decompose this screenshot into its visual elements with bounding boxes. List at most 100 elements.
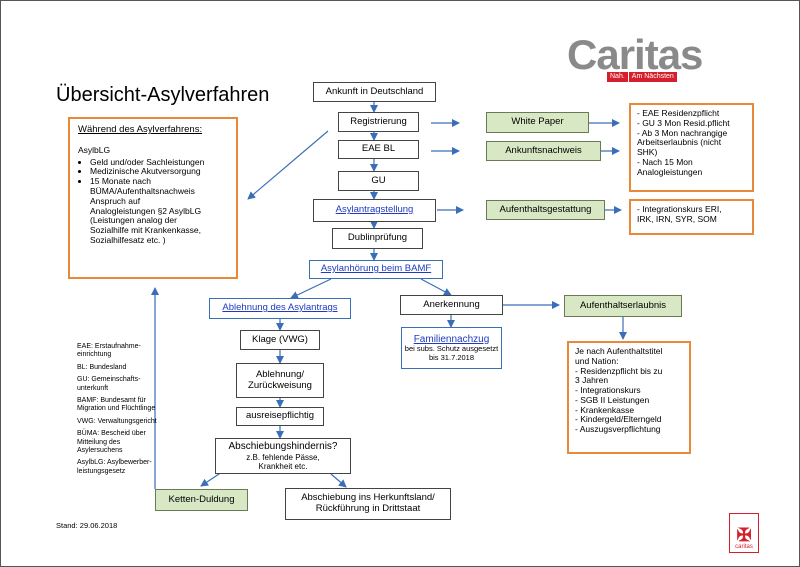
node-asylantragstellung[interactable]: Asylantragstellung [313, 199, 436, 222]
waehrend-cont-line: Analogleistungen §2 AsylbLG [90, 205, 202, 216]
node-klage: Klage (VWG) [240, 330, 320, 350]
node-registrierung: Registrierung [338, 112, 419, 132]
legend-line: VWG: Verwaltungsgericht [77, 417, 157, 425]
node-ankunft: Ankunft in Deutschland [313, 82, 436, 102]
waehrend-cont-line: Anspruch auf [90, 195, 141, 206]
eae-line: - Nach 15 Mon [637, 156, 693, 167]
info-integrationskurs: - Integrationskurs ERI, IRK, IRN, SYR, S… [629, 199, 754, 235]
legend-entry: AsylbLG: Asylbewerber-leistungsgesetz [77, 459, 197, 476]
node-abschiebung: Abschiebung ins Herkunftsland/ Rückführu… [285, 488, 451, 520]
legend-entry: VWG: Verwaltungsgericht [77, 418, 197, 426]
node-white-paper: White Paper [486, 112, 589, 133]
aufenthalt-line: - Integrationskurs [575, 385, 641, 396]
waehrend-item: 15 Monate nach [90, 176, 204, 187]
arrow-hindernis-abschiebung [330, 473, 347, 488]
integration-line: IRK, IRN, SYR, SOM [637, 213, 717, 224]
caritas-tagline: Nah. Am Nächsten [607, 72, 678, 82]
legend-entry: BL: Bundesland [77, 364, 197, 372]
hindernis-line-3: Krankheit etc. [258, 461, 308, 471]
info-waehrend-asylverfahren: Während des Asylverfahrens: AsylbLG Geld… [68, 117, 238, 279]
hindernis-line-1: Abschiebungshindernis? [228, 441, 338, 453]
abbreviation-legend: EAE: Erstaufnahme-einrichtung BL: Bundes… [77, 343, 197, 480]
aufenthalt-line: - SGB II Leistungen [575, 394, 650, 405]
waehrend-sub: AsylbLG [78, 144, 111, 155]
legend-line: leistungsgesetz [77, 467, 126, 475]
waehrend-heading: Während des Asylverfahrens: [78, 124, 203, 135]
tagline-part-1: Nah. [607, 72, 628, 82]
legend-entry: EAE: Erstaufnahme-einrichtung [77, 343, 197, 360]
node-familiennachzug: Familiennachzug bei subs. Schutz ausgese… [401, 327, 502, 369]
date-stand: Stand: 29.06.2018 [56, 521, 118, 530]
eae-line: - EAE Residenzpflicht [637, 108, 720, 118]
arrow-anhoerung-anerkennung [420, 278, 452, 296]
familiennachzug-link[interactable]: Familiennachzug [413, 333, 490, 345]
zurueck-line-2: Zurückweisung [248, 379, 312, 391]
aufenthalt-line: - Auszugsverpflichtung [575, 424, 661, 435]
caritas-corner-logo: ✠ caritas [729, 513, 759, 553]
node-anhoerung[interactable]: Asylanhörung beim BAMF [309, 260, 443, 279]
eae-line: Arbeitserlaubnis (nicht [637, 137, 722, 148]
node-ausreisepflichtig: ausreisepflichtig [236, 407, 324, 426]
eae-line: - Ab 3 Mon nachrangige [637, 127, 728, 138]
familien-note-1: bei subs. Schutz ausgesetzt [404, 344, 499, 354]
node-gu: GU [338, 171, 419, 191]
info-aufenthaltserlaubnis: Je nach Aufenthaltstitel und Nation: - R… [567, 341, 691, 454]
aufenthalt-line: 3 Jahren [575, 375, 609, 386]
eae-line: SHK) [637, 147, 658, 158]
legend-line: einrichtung [77, 351, 112, 359]
waehrend-list: Geld und/oder Sachleistungen Medizinisch… [78, 157, 204, 187]
waehrend-item: Geld und/oder Sachleistungen [90, 157, 204, 168]
abschiebung-line-2: Rückführung in Drittstaat [315, 503, 421, 514]
hindernis-line-2: z.B. fehlende Pässe, [246, 452, 320, 462]
aufenthalt-line: und Nation: [575, 355, 619, 366]
node-ablehnung[interactable]: Ablehnung des Asylantrags [209, 298, 351, 319]
legend-line: BÜMA: Bescheid über [77, 430, 146, 438]
node-anerkennung: Anerkennung [400, 295, 503, 315]
page-title: Übersicht-Asylverfahren [56, 84, 270, 106]
legend-line: Mitteilung des [77, 438, 121, 446]
legend-line: Asylersuchens [77, 446, 123, 454]
legend-line: AsylbLG: Asylbewerber- [77, 459, 152, 467]
abschiebung-line-1: Abschiebung ins Herkunftsland/ [301, 492, 435, 504]
legend-line: BAMF: Bundesamt für [77, 396, 146, 404]
waehrend-item: Medizinische Akutversorgung [90, 167, 204, 177]
flame-cross-icon: ✠ [736, 525, 752, 545]
node-aufenthaltsgestattung: Aufenthaltsgestattung [486, 200, 605, 220]
caritas-logo: Caritas [567, 31, 703, 78]
info-eae-residenzpflicht: - EAE Residenzpflicht - GU 3 Mon Resid.p… [629, 103, 754, 192]
familien-note-2: bis 31.7.2018 [428, 352, 475, 362]
node-aufenthaltserlaubnis: Aufenthaltserlaubnis [564, 295, 682, 317]
aufenthalt-line: Je nach Aufenthaltstitel [575, 346, 663, 356]
integration-line: - Integrationskurs ERI, [637, 204, 722, 214]
node-dublin: Dublinprüfung [332, 228, 423, 249]
legend-line: EAE: Erstaufnahme- [77, 343, 141, 350]
waehrend-cont-line: BÜMA/Aufenthaltsnachweis [90, 185, 195, 196]
legend-line: BL: Bundesland [77, 363, 127, 371]
node-eae-bl: EAE BL [338, 140, 419, 159]
waehrend-cont-line: Sozialhilfe mit Krankenkasse, [90, 225, 202, 236]
aufenthalt-line: - Krankenkasse [575, 404, 635, 415]
waehrend-cont: BÜMA/Aufenthaltsnachweis Anspruch auf An… [78, 185, 202, 246]
node-ketten-duldung: Ketten-Duldung [155, 489, 248, 511]
aufenthalt-line: - Residenzpflicht bis zu [575, 365, 663, 376]
eae-line: Analogleistungen [637, 166, 703, 177]
arrow-registrierung-waehrend [247, 130, 329, 200]
legend-line: Migration und Flüchtlinge [77, 405, 156, 413]
node-zurueckweisung: Ablehnung/ Zurückweisung [236, 363, 324, 398]
tagline-part-2: Am Nächsten [628, 72, 677, 82]
waehrend-cont-line: Sozialhilfesatz etc. ) [90, 234, 166, 245]
arrow-anhoerung-ablehnung [290, 278, 332, 299]
eae-line: - GU 3 Mon Resid.pflicht [637, 117, 730, 128]
legend-entry: GU: Gemeinschafts-unterkunft [77, 376, 197, 393]
zurueck-line-1: Ablehnung/ [255, 368, 305, 380]
legend-line: GU: Gemeinschafts- [77, 376, 141, 384]
waehrend-cont-line: (Leistungen analog der [90, 215, 177, 226]
node-abschiebungshindernis: Abschiebungshindernis? z.B. fehlende Päs… [215, 438, 351, 474]
legend-line: unterkunft [77, 384, 109, 392]
aufenthalt-line: - Kindergeld/Elterngeld [575, 414, 662, 425]
node-ankunftsnachweis: Ankunftsnachweis [486, 141, 601, 161]
corner-logo-label: caritas [735, 544, 753, 550]
